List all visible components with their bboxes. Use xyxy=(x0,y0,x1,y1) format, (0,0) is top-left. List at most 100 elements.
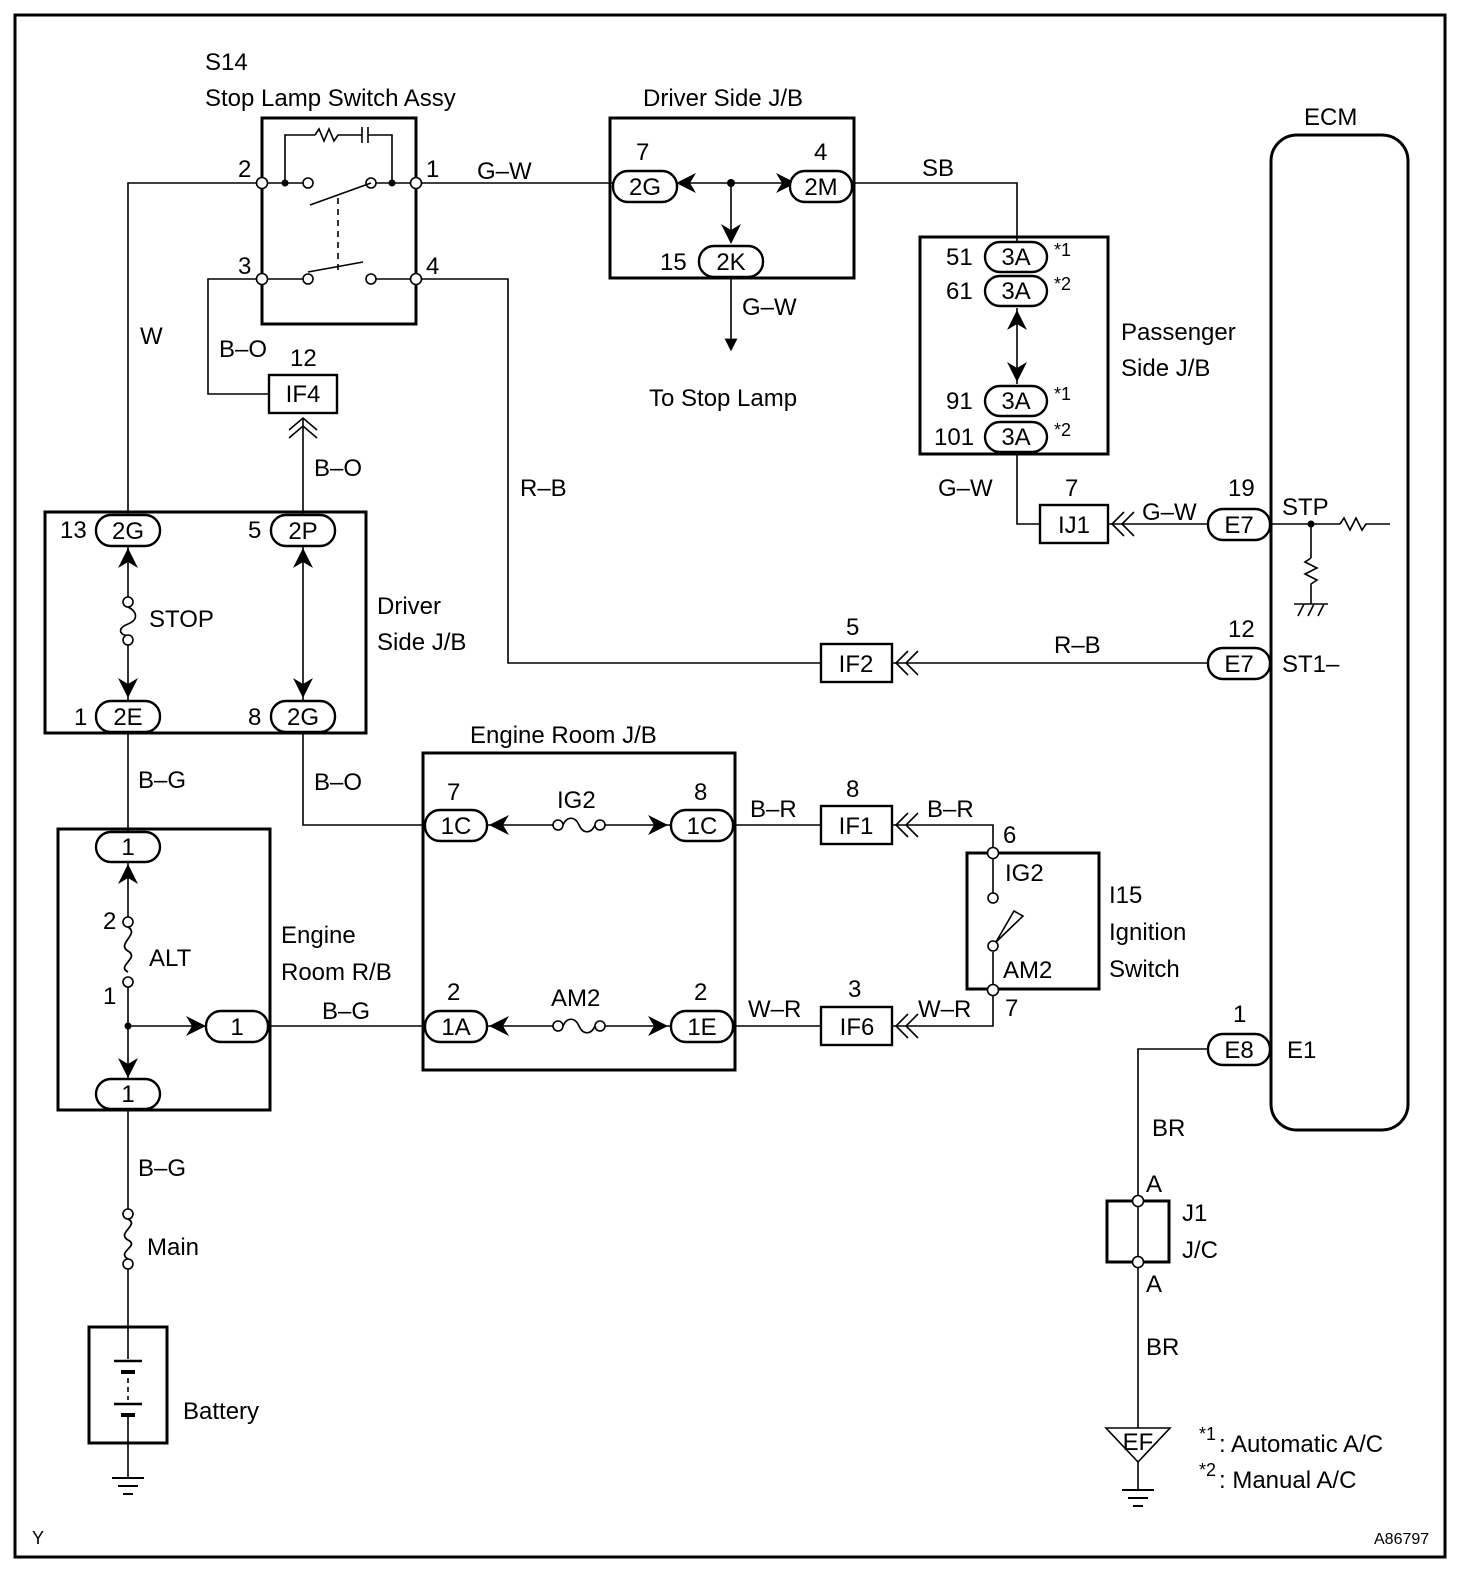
svg-text:91: 91 xyxy=(946,388,973,415)
wire-label-bo-if4: B–O xyxy=(219,336,267,363)
wires xyxy=(127,182,1208,1490)
svg-text:3A: 3A xyxy=(1001,388,1030,415)
svg-text:2: 2 xyxy=(447,979,460,1006)
ignition-switch: IG2 AM2 6 7 I15 Ignition Switch xyxy=(965,822,1186,1022)
s14-pin-2: 2 xyxy=(238,156,251,183)
s14-pin-1: 1 xyxy=(426,156,439,183)
svg-text:3: 3 xyxy=(848,976,861,1003)
svg-text:1A: 1A xyxy=(441,1014,470,1041)
wire-label-bg-3: B–G xyxy=(138,1155,186,1182)
svg-text:2E: 2E xyxy=(113,704,142,731)
svg-text:1C: 1C xyxy=(687,813,718,840)
wire-br-2 xyxy=(892,824,994,852)
svg-text:2G: 2G xyxy=(112,518,144,545)
svg-text:2K: 2K xyxy=(716,249,745,276)
svg-text:8: 8 xyxy=(846,776,859,803)
wire-label-br-1: B–R xyxy=(750,796,797,823)
connector-if1: 8 IF1 xyxy=(819,776,919,846)
wire-label-bg-2: B–G xyxy=(322,998,370,1025)
s14-lower-blade xyxy=(307,261,364,273)
svg-text:2P: 2P xyxy=(288,518,317,545)
svg-text:51: 51 xyxy=(946,244,973,271)
svg-text:2: 2 xyxy=(103,908,116,935)
fuse-main: Main xyxy=(147,1234,199,1261)
wire-label-rb-if2: R–B xyxy=(1054,632,1101,659)
main-fuse-battery: B–G Main Battery xyxy=(87,1155,259,1495)
jc-id: J1 xyxy=(1182,1200,1207,1227)
wire-label-gw-ij1: G–W xyxy=(1142,499,1197,526)
wire-rb-if2 xyxy=(415,278,821,664)
svg-text:A: A xyxy=(1146,1271,1162,1298)
svg-text:*2: *2 xyxy=(1199,1460,1216,1480)
svg-text:E7: E7 xyxy=(1224,512,1253,539)
connector-2m xyxy=(788,169,854,204)
pjb-box xyxy=(918,235,1110,456)
svg-text:A: A xyxy=(1146,1171,1162,1198)
wire-label-gw-top: G–W xyxy=(477,158,532,185)
ignition-box xyxy=(965,851,1101,991)
svg-text:IF6: IF6 xyxy=(840,1014,875,1041)
svg-text:1C: 1C xyxy=(441,813,472,840)
svg-text:7: 7 xyxy=(447,779,460,806)
wire-label-br-jc: BR xyxy=(1146,1334,1179,1361)
s14-box xyxy=(260,116,418,326)
driver-side-jb-top: Driver Side J/B 2G 2M 2K 7 4 15 xyxy=(608,85,856,280)
connector-2k xyxy=(697,244,765,279)
svg-text:IF1: IF1 xyxy=(839,813,874,840)
svg-text:6: 6 xyxy=(1003,822,1016,849)
djb-pin-15: 15 xyxy=(660,249,687,276)
ign-id: I15 xyxy=(1109,882,1142,909)
svg-text:*1: *1 xyxy=(1199,1424,1216,1444)
connector-e8: 1 E8 xyxy=(1206,1001,1272,1067)
svg-text:12: 12 xyxy=(1228,616,1255,643)
ign-title-2: Switch xyxy=(1109,956,1180,983)
ecm-term-st1: ST1– xyxy=(1282,651,1340,678)
s14-pin-4: 4 xyxy=(426,253,439,280)
connector-if6: 3 IF6 xyxy=(819,976,919,1047)
svg-text:8: 8 xyxy=(248,704,261,731)
s14-upper-blade xyxy=(309,182,372,206)
connector-e7-stp: 19 E7 xyxy=(1206,475,1272,542)
svg-text:12: 12 xyxy=(290,345,317,372)
djb-pin-7: 7 xyxy=(636,139,649,166)
svg-text:5: 5 xyxy=(248,517,261,544)
ecm-box xyxy=(1269,133,1410,1132)
corner-code-left: Y xyxy=(32,1528,44,1548)
svg-text:3A: 3A xyxy=(1001,424,1030,451)
wire-label-br-2: B–R xyxy=(927,796,974,823)
svg-text:E8: E8 xyxy=(1224,1037,1253,1064)
wire-label-bo-er: B–O xyxy=(314,769,362,796)
svg-text:E7: E7 xyxy=(1224,651,1253,678)
svg-text:*2: *2 xyxy=(1054,274,1071,294)
svg-text:IF4: IF4 xyxy=(286,381,321,408)
connector-if2: 5 IF2 xyxy=(819,614,919,684)
svg-text:1: 1 xyxy=(74,704,87,731)
stop-lamp-switch: S14 Stop Lamp Switch Assy 2 1 3 4 xyxy=(205,49,456,326)
engine-room-jb: Engine Room J/B 1C 1C 1A 1E 7 8 2 2 IG2 … xyxy=(421,722,737,1072)
djb-top-title: Driver Side J/B xyxy=(643,85,803,112)
wire-label-gw-pjb: G–W xyxy=(938,475,993,502)
figure-code: A86797 xyxy=(1374,1531,1429,1548)
connector-e7-st1: 12 E7 xyxy=(1206,616,1272,681)
wire-label-rb-vert: R–B xyxy=(520,475,567,502)
svg-text:1: 1 xyxy=(103,983,116,1010)
svg-text:IJ1: IJ1 xyxy=(1058,512,1090,539)
pjb-title-2: Side J/B xyxy=(1121,355,1210,382)
wire-bo-er xyxy=(302,733,425,826)
junction-connector-j1: A A J1 J/C xyxy=(1105,1171,1218,1298)
passenger-side-jb: 3A 3A 3A 3A 51 61 91 101 *1 *2 *1 *2 Pas… xyxy=(918,235,1236,456)
ecm-term-e1: E1 xyxy=(1287,1037,1316,1064)
djb-mid-box xyxy=(43,510,368,735)
fuse-stop: STOP xyxy=(149,606,214,633)
svg-text:13: 13 xyxy=(60,517,87,544)
diagram-frame xyxy=(13,13,1447,1559)
svg-text:*1: *1 xyxy=(1054,384,1071,404)
pjb-title-1: Passenger xyxy=(1121,319,1236,346)
ign-term-ig2: IG2 xyxy=(1005,860,1044,887)
ignition-blade xyxy=(995,909,1025,943)
svg-text:5: 5 xyxy=(846,614,859,641)
ign-title-1: Ignition xyxy=(1109,919,1186,946)
svg-text:IF2: IF2 xyxy=(839,651,874,678)
djb-mid-title-1: Driver xyxy=(377,593,441,620)
